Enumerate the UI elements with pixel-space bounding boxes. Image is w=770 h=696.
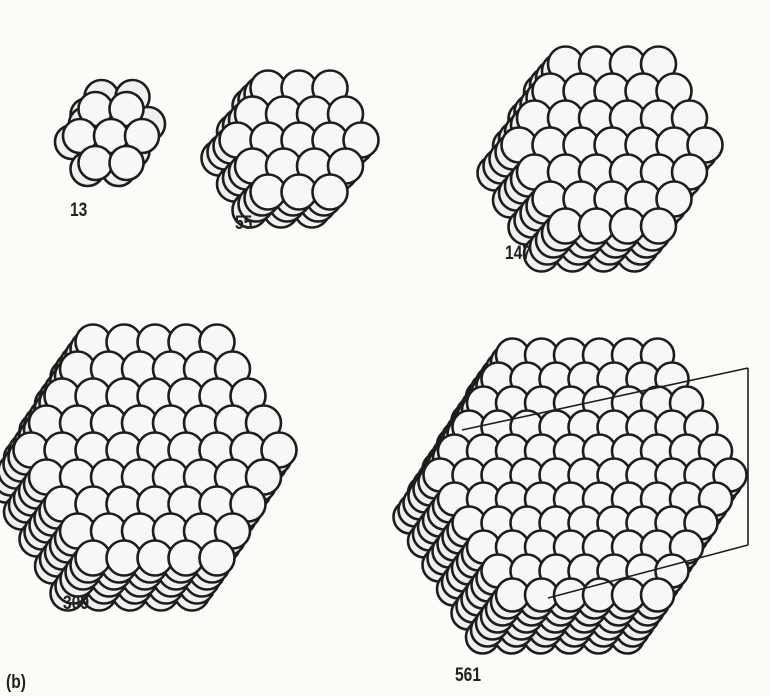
cluster-309 bbox=[0, 325, 297, 611]
panel-label: (b) bbox=[6, 672, 26, 694]
cluster-55 bbox=[202, 71, 379, 228]
label-309: 309 bbox=[63, 593, 89, 615]
label-561: 561 bbox=[455, 665, 481, 687]
sphere bbox=[79, 146, 113, 180]
cluster-13 bbox=[55, 80, 165, 186]
label-55: 55 bbox=[235, 213, 252, 235]
sphere bbox=[313, 175, 348, 210]
sphere bbox=[200, 541, 235, 576]
label-13: 13 bbox=[70, 200, 87, 222]
sphere bbox=[641, 579, 674, 612]
cluster-561 bbox=[394, 339, 749, 654]
sphere bbox=[641, 209, 676, 244]
cluster-147 bbox=[478, 47, 723, 272]
label-147: 147 bbox=[505, 243, 531, 265]
sphere bbox=[110, 146, 144, 180]
